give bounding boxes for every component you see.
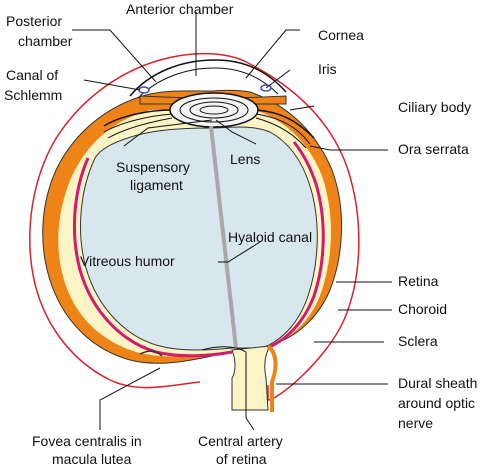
label-vitreous-humor: Vitreous humor <box>80 253 175 269</box>
suspensory-ligament-right <box>255 113 311 149</box>
canal-of-schlemm-left <box>138 86 150 94</box>
label-posterior-chamber-2: chamber <box>18 33 73 49</box>
retina-layer <box>72 141 325 358</box>
label-central-artery-1: Central artery <box>198 433 283 449</box>
suspensory-ligament-left <box>103 113 173 139</box>
cornea-inner <box>137 67 279 99</box>
label-suspensory-2: ligament <box>130 177 183 193</box>
vitreous-body <box>80 126 318 351</box>
lens <box>169 92 259 128</box>
optic-nerve <box>231 345 271 411</box>
label-central-artery-2: of retina <box>216 451 267 467</box>
label-ora-serrata: Ora serrata <box>398 141 469 157</box>
hyaloid-canal <box>209 125 238 349</box>
leader-lines <box>72 12 392 431</box>
fovea-dip <box>139 350 163 357</box>
label-sclera: Sclera <box>398 333 438 349</box>
dural-sheath <box>266 344 278 412</box>
label-cornea: Cornea <box>318 27 364 43</box>
label-suspensory-1: Suspensory <box>116 159 190 175</box>
label-dural-3: nerve <box>398 415 433 431</box>
label-dural-2: around optic <box>398 395 475 411</box>
label-lens: Lens <box>230 151 260 167</box>
label-anterior-chamber: Anterior chamber <box>126 1 234 17</box>
label-canal-1: Canal of <box>6 67 58 83</box>
label-fovea-2: macula lutea <box>52 451 132 467</box>
label-dural-1: Dural sheath <box>398 375 477 391</box>
label-choroid: Choroid <box>398 301 447 317</box>
ciliary-body-right <box>255 109 315 139</box>
cornea <box>129 59 287 97</box>
label-canal-2: Schlemm <box>4 87 62 103</box>
outer-sclera-outline <box>29 52 360 401</box>
label-hyaloid-canal: Hyaloid canal <box>228 229 312 245</box>
label-posterior-chamber-1: Posterior <box>6 13 62 29</box>
label-retina: Retina <box>398 273 439 289</box>
central-artery <box>201 346 247 418</box>
label-fovea-1: Fovea centralis in <box>32 433 142 449</box>
label-iris: Iris <box>318 61 337 77</box>
ciliary-body-left <box>103 109 173 127</box>
label-ciliary-body: Ciliary body <box>398 99 471 115</box>
